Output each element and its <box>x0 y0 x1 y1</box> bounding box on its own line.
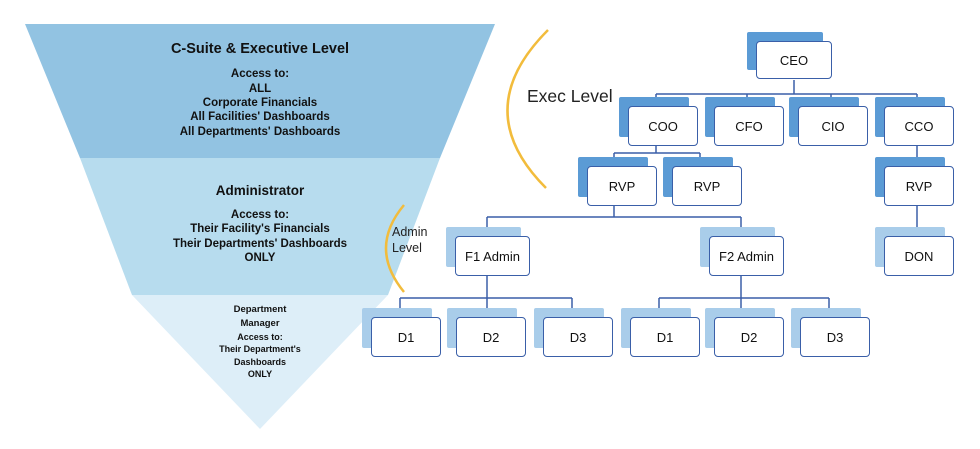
tier-administrator-line: ONLY <box>244 252 276 264</box>
tier-department-manager-line: Their Department's <box>219 344 301 355</box>
node-label: D2 <box>456 317 526 357</box>
admin-level-bracket <box>384 204 405 293</box>
tier-administrator-title: Administrator <box>215 183 305 198</box>
node-label: CIO <box>798 106 868 146</box>
exec-level-bracket <box>506 29 549 189</box>
tier-executive-line: Access to: <box>230 68 290 81</box>
tier-department-manager-title: Manager <box>240 317 280 329</box>
tier-administrator-line: Their Facility's Financials <box>190 223 330 236</box>
node-label: CCO <box>884 106 954 146</box>
node-label: DON <box>884 236 954 276</box>
node-label: F2 Admin <box>709 236 784 276</box>
tier-department-manager-line: Access to: <box>237 331 283 342</box>
node-label: COO <box>628 106 698 146</box>
tier-executive-line: All Departments' Dashboards <box>179 125 341 138</box>
node-label: D1 <box>630 317 700 357</box>
node-label: D2 <box>714 317 784 357</box>
tier-department-manager-text: Department Manager Access to: Their Depa… <box>185 303 335 381</box>
access-pyramid <box>25 24 495 429</box>
pyramid-tier-administrator <box>80 158 440 295</box>
pyramid-tier-executive <box>25 24 495 158</box>
admin-level-label-line: Admin <box>392 225 428 239</box>
tier-administrator-line: Access to: <box>230 208 290 221</box>
tier-executive-line: ALL <box>248 82 272 95</box>
exec-level-label: Exec Level <box>527 86 613 106</box>
tier-department-manager-line: ONLY <box>247 369 273 380</box>
node-label: D3 <box>543 317 613 357</box>
admin-level-label: Admin Level <box>392 224 427 257</box>
tier-department-manager-title: Department <box>233 304 287 315</box>
tier-executive-line: All Facilities' Dashboards <box>190 111 330 124</box>
node-label: CEO <box>756 41 832 79</box>
tier-executive-title: C-Suite & Executive Level <box>170 41 350 57</box>
node-label: RVP <box>884 166 954 206</box>
node-label: D3 <box>800 317 870 357</box>
admin-level-label-line: Level <box>392 241 422 256</box>
node-label: F1 Admin <box>455 236 530 276</box>
tier-administrator-line: Their Departments' Dashboards <box>173 237 347 250</box>
node-label: D1 <box>371 317 441 357</box>
tier-executive-line: Corporate Financials <box>202 96 318 109</box>
tier-department-manager-line: Dashboards <box>233 356 286 367</box>
node-label: RVP <box>672 166 742 206</box>
tier-executive-text: C-Suite & Executive Level Access to: ALL… <box>25 40 495 139</box>
node-label: CFO <box>714 106 784 146</box>
tier-administrator-text: Administrator Access to: Their Facility'… <box>110 183 410 265</box>
pyramid-tier-department-manager <box>132 295 388 429</box>
node-label: RVP <box>587 166 657 206</box>
